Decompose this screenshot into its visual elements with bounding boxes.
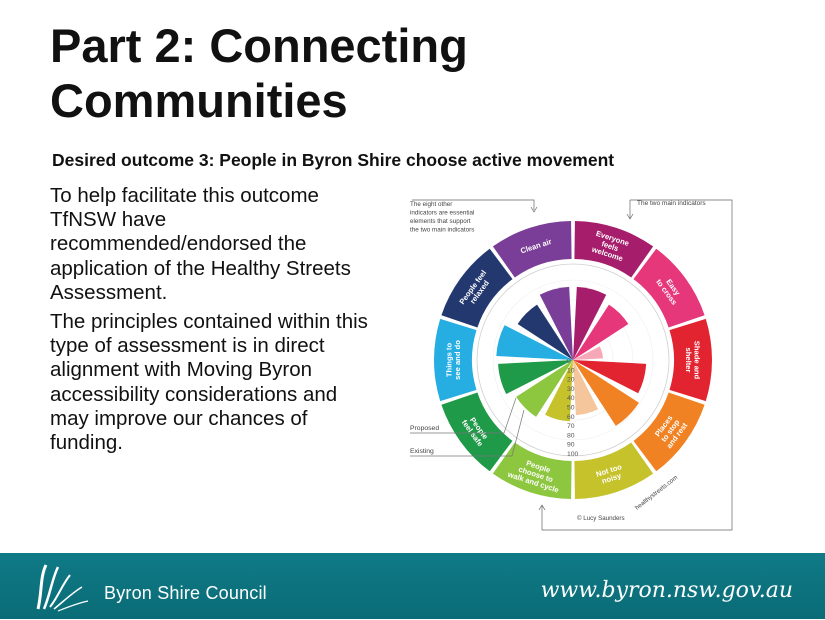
scale-label: 50 (567, 405, 575, 412)
petal (573, 360, 639, 426)
indicator-segment (633, 392, 705, 472)
scale-label: 70 (567, 423, 575, 430)
council-logo-icon (32, 559, 92, 615)
petal (498, 360, 573, 395)
scale-label: 10 (567, 367, 575, 374)
inner-ring (476, 263, 670, 457)
petal (539, 286, 573, 360)
legend-proposed-line (410, 397, 517, 434)
title-line-2: Communities (50, 74, 348, 127)
indicator-segment (492, 442, 572, 499)
indicator-segment (441, 392, 513, 472)
scale-label: 40 (567, 395, 575, 402)
legend-existing-line (410, 409, 525, 457)
paragraph-2: The principles contained within this typ… (50, 310, 368, 455)
scale-label: 0 (567, 358, 571, 365)
note-left-line-text: the two main indicators (410, 227, 474, 234)
note-left-line (412, 199, 535, 210)
note-right-text: The two main indicators (637, 200, 706, 207)
footer-bar (0, 553, 825, 619)
paragraph-1-rest: TfNSW have recommended/endorsed the appl… (50, 208, 351, 304)
paragraph-1: To help facilitate this outcome TfNSW ha… (50, 184, 380, 305)
note-left-line-text: The eight other (410, 201, 452, 208)
paragraph-1-line-1: To help facilitate this outcome (50, 184, 319, 207)
petal (573, 360, 599, 416)
grid-circle (552, 339, 594, 381)
footer-url[interactable]: www.byron.nsw.gov.au (540, 578, 793, 603)
scale-label: 30 (567, 386, 575, 393)
slide-subtitle: Desired outcome 3: People in Byron Shire… (52, 150, 615, 170)
indicator-segment (633, 248, 705, 328)
indicator-label-text: shelter (684, 348, 693, 373)
council-name: Byron Shire Council (104, 583, 267, 603)
grid-circle (532, 319, 614, 401)
scale-label: 80 (567, 432, 575, 439)
petal (517, 304, 573, 360)
grid-circle (492, 279, 654, 441)
body-text: To help facilitate this outcome TfNSW ha… (50, 184, 380, 460)
scale-label: 100 (567, 451, 579, 458)
scale-label: 20 (567, 377, 575, 384)
petal (573, 360, 647, 394)
slide-title: Part 2: Connecting Communities (50, 18, 750, 128)
petal (545, 360, 573, 422)
bottom-arrow-icon (538, 504, 546, 511)
copyright-text: © Lucy Saunders (577, 515, 625, 522)
petal (516, 360, 573, 417)
indicator-label-text: Shade and (692, 341, 701, 380)
note-left-line-text: elements that support (410, 218, 471, 225)
note-right-arrow-icon (626, 213, 634, 220)
note-left-line-text: indicators are essential (410, 210, 474, 217)
petal (573, 286, 607, 360)
indicator-segment (574, 442, 654, 499)
note-left-arrow-icon (530, 206, 538, 213)
petal (573, 304, 629, 360)
petal (496, 325, 573, 360)
indicator-segment (492, 221, 572, 278)
indicator-segment (441, 248, 513, 328)
indicator-label-text: see and do (453, 340, 462, 380)
indicator-segment (574, 221, 654, 278)
scale-label: 60 (567, 414, 575, 421)
legend-proposed: Proposed (410, 425, 439, 432)
healthy-streets-wheel-graphic: The eight other indicators are essentiale… (410, 199, 733, 531)
legend-existing: Existing (410, 448, 434, 455)
scale-label: 90 (567, 442, 575, 449)
indicator-label-text: Things to (445, 343, 454, 378)
indicator-segment (434, 318, 477, 402)
frame-line (541, 199, 733, 531)
petal (573, 346, 603, 360)
indicator-segment (669, 318, 712, 402)
grid-circle (512, 299, 634, 421)
title-line-1: Part 2: Connecting (50, 19, 468, 72)
